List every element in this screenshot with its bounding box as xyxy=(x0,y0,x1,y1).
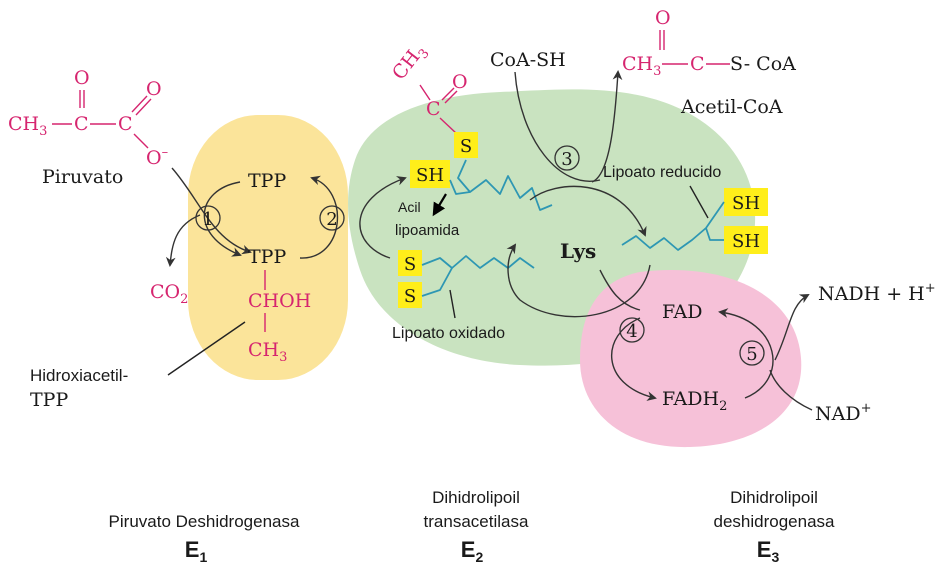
step-4-marker: 4 xyxy=(619,317,645,343)
step1-arrow xyxy=(203,181,242,257)
svg-text:4: 4 xyxy=(626,321,637,342)
acetyl-coa-structure: O CH3 C S- CoA Acetil-CoA xyxy=(622,7,796,118)
e2-cycle-arrow-bottom xyxy=(506,243,651,318)
acyl-lipoamide-chain xyxy=(457,159,553,211)
lys-label: Lys xyxy=(560,239,596,263)
acetyl-coa-name: Acetil-CoA xyxy=(680,96,783,118)
pyruvate-o-minus: O– xyxy=(146,145,168,169)
hydroxyacetyl-pointer xyxy=(167,321,246,376)
acyl-oxygen: O xyxy=(452,71,468,93)
step-3-marker: 3 xyxy=(554,145,580,171)
svg-text:SH: SH xyxy=(732,231,760,252)
ch3-bottom-label: CH3 xyxy=(248,339,287,365)
svg-text:S: S xyxy=(404,286,416,307)
svg-text:2: 2 xyxy=(326,209,337,230)
acyl-carbon: C xyxy=(426,98,441,120)
co2-release-arrow xyxy=(165,214,201,267)
pyruvate-oxygen-1: O xyxy=(74,67,90,89)
svg-text:SH: SH xyxy=(416,165,444,186)
nad-entry-arrow xyxy=(769,369,813,411)
sh-left-badge: SH xyxy=(410,160,450,188)
hydroxyacetyl-label-line2: TPP xyxy=(30,389,68,411)
pyruvate-oxygen-2: O xyxy=(146,78,162,100)
svg-text:5: 5 xyxy=(746,344,757,365)
pyruvate-carboxyl-c: C xyxy=(118,113,133,135)
step-5-marker: 5 xyxy=(739,340,765,366)
svg-text:SH: SH xyxy=(732,193,760,214)
sh-reduced-bottom-badge: SH xyxy=(724,226,768,254)
lipoate-reduced-label: Lipoato reducido xyxy=(603,164,721,181)
tpp-label-top: TPP xyxy=(248,170,286,192)
hydroxyacetyl-label-line1: Hidroxiacetil- xyxy=(30,366,128,385)
step2-lipoyl-arrow xyxy=(359,176,407,259)
svg-text:CH3: CH3 xyxy=(622,53,661,79)
step4-arrow xyxy=(610,317,657,401)
pyruvate-carbonyl-c: C xyxy=(74,113,89,135)
s-oxidized-bottom-badge: S xyxy=(398,282,422,308)
s-oxidized-top-badge: S xyxy=(398,250,422,276)
e2-cycle-arrow-top xyxy=(529,185,647,237)
e3-entry-arrow xyxy=(599,269,641,311)
enzyme-e3-name-line1: Dihidrolipoil xyxy=(730,488,818,507)
chohs-label: CHOH xyxy=(248,290,311,312)
enzyme-e3-code: E3 xyxy=(757,537,780,565)
step5-arrow xyxy=(718,308,774,399)
svg-text:1: 1 xyxy=(202,209,213,230)
acyl-lipoamide-label-line2: lipoamida xyxy=(395,222,460,239)
e1-enzyme-region xyxy=(188,115,348,380)
acyl-ch3: CH3 xyxy=(388,40,433,87)
coa-entry-path xyxy=(514,71,601,182)
s-acyl-badge: S xyxy=(454,132,478,158)
reduced-lipoate-chain xyxy=(621,201,725,251)
acyl-lipoamide-pointer xyxy=(432,193,447,217)
nadh-label: NADH + H+ xyxy=(818,281,936,305)
pyruvate-label: Piruvato xyxy=(42,166,123,188)
pyruvate-ch3: CH3 xyxy=(8,113,47,139)
acetyl-coa-release-arrow xyxy=(591,70,623,183)
tpp-label-bottom: TPP xyxy=(248,246,286,268)
step-1-marker: 1 xyxy=(195,205,221,231)
sh-reduced-top-badge: SH xyxy=(724,188,768,216)
svg-text:S: S xyxy=(404,254,416,275)
enzyme-e2-name-line1: Dihidrolipoil xyxy=(432,488,520,507)
svg-text:S- CoA: S- CoA xyxy=(730,53,796,75)
coa-sh-label: CoA-SH xyxy=(490,49,566,71)
svg-text:O: O xyxy=(655,7,671,29)
lipoate-oxidized-label: Lipoato oxidado xyxy=(392,325,505,342)
e3-enzyme-region xyxy=(580,270,802,448)
pyruvate-structure: CH3 C C O O O– Piruvato xyxy=(8,67,168,188)
acyl-lipoamide-sh-link xyxy=(449,179,471,195)
fad-label: FAD xyxy=(662,301,703,323)
enzyme-e2-code: E2 xyxy=(461,537,484,565)
pyruvate-to-tpp-arrow xyxy=(171,167,252,255)
oxidized-lipoate-chain xyxy=(421,255,535,269)
oxidized-lipoate-ring xyxy=(421,267,453,297)
enzyme-e3-name-line2: deshidrogenasa xyxy=(714,512,836,531)
fadh2-label: FADH2 xyxy=(662,388,727,414)
reduced-lipoate-branch xyxy=(705,227,724,241)
co2-label: CO2 xyxy=(150,281,188,307)
enzyme-e2-name-line2: transacetilasa xyxy=(424,512,529,531)
lipoate-reduced-pointer xyxy=(689,185,709,219)
step2-arrow xyxy=(299,175,339,259)
nad-label: NAD+ xyxy=(815,401,872,425)
enzyme-e1-code: E1 xyxy=(185,537,208,565)
step-2-marker: 2 xyxy=(319,205,345,231)
svg-text:C: C xyxy=(690,53,705,75)
acyl-lipoamide-label-line1: Acil xyxy=(398,199,421,215)
svg-text:S: S xyxy=(460,136,472,157)
nadh-release-arrow xyxy=(774,294,810,361)
enzyme-e1-name: Piruvato Deshidrogenasa xyxy=(109,512,300,531)
lipoate-oxidized-pointer xyxy=(449,289,456,319)
svg-text:3: 3 xyxy=(561,149,572,170)
